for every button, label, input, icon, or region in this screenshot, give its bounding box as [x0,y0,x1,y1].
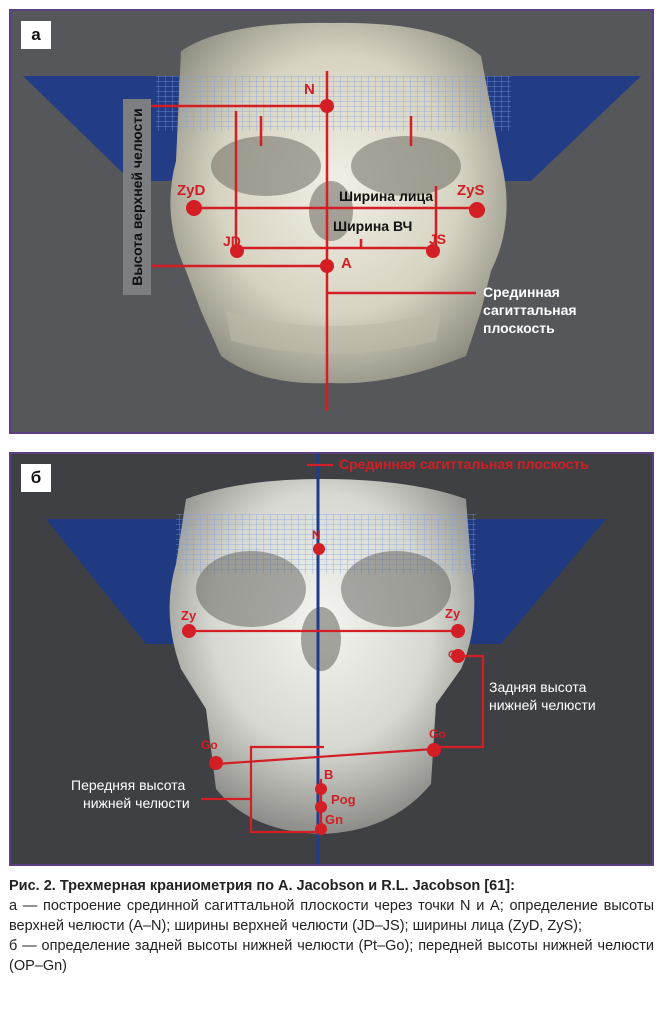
figure-panel-b: б Срединная сагиттальная плоскость N Zy … [9,452,654,866]
label-pog: Pog [331,792,356,807]
caption-title: Рис. 2. Трехмерная краниометрия по A. Ja… [9,878,515,894]
point-zy-left [182,624,196,638]
point-zyd [186,200,202,216]
point-js [426,244,440,258]
label-maxilla-width: Ширина ВЧ [333,218,413,234]
point-zys [469,202,485,218]
label-zy-left: Zy [181,608,197,623]
label-zy-right: Zy [445,606,461,621]
point-b [315,783,327,795]
go-go-line [215,747,435,766]
panel-a-tag: а [21,21,51,49]
median-plane-label-a: Срединная сагиттальная плоскость [483,284,577,336]
label-go-upper: Go [448,649,464,661]
median-plane-label-b: Срединная сагиттальная плоскость [339,456,589,472]
label-zys: ZyS [457,182,485,199]
point-jd [230,244,244,258]
point-go-left [209,756,223,770]
label-a: A [341,255,352,272]
anterior-height-bracket [249,745,324,834]
label-gn: Gn [325,812,344,827]
label-n: N [304,81,315,98]
panel-b-illustration [11,454,652,864]
point-gn [315,823,327,835]
label-face-width: Ширина лица [339,188,434,204]
point-n [320,99,334,113]
label-b: B [324,767,334,782]
label-n-b: N [312,528,321,542]
point-pog [315,801,327,813]
anterior-height-label: Передняя высота нижней челюсти [71,777,190,811]
label-go-right: Go [429,727,446,741]
caption-line-a: а — построение срединной сагиттальной пл… [9,898,654,934]
figure-panel-a: а Высота верхней челюсти N ZyD ZyS Ширин… [9,9,654,434]
point-a [320,259,334,273]
panel-b-tag: б [21,464,51,492]
point-go-right [427,743,441,757]
label-js: JS [429,231,447,247]
point-go-upper [451,649,465,663]
label-zyd: ZyD [177,182,206,199]
caption-line-b: б — определение задней высоты нижней чел… [9,938,654,974]
label-jd: JD [223,233,241,249]
point-n-b [313,543,325,555]
maxilla-height-label: Высота верхней челюсти [123,99,151,295]
figure-caption: Рис. 2. Трехмерная краниометрия по A. Ja… [9,876,654,976]
posterior-height-label: Задняя высота нижней челюсти [489,679,596,713]
point-zy-right [451,624,465,638]
panel-a-illustration [11,11,652,432]
label-go-left: Go [201,738,218,752]
posterior-height-bracket [438,654,485,749]
